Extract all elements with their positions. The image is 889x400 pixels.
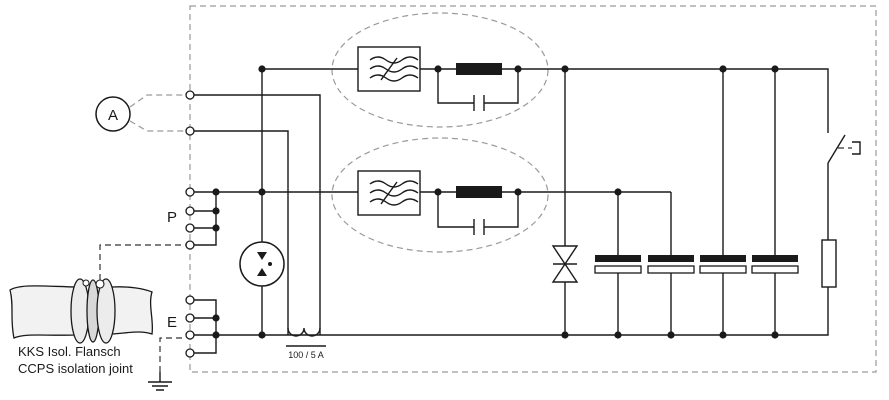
capacitor-upper: [473, 95, 485, 111]
terminal-e-label: E: [167, 314, 177, 331]
resistor-icon: [821, 239, 837, 288]
current-transformer: 100 / 5 A: [286, 327, 326, 360]
inductor-upper-bypass: [437, 69, 519, 104]
ammeter-icon: [95, 96, 131, 132]
ct-rating-label: 100 / 5 A: [288, 350, 324, 360]
pipe-right: [111, 286, 154, 335]
e-jumper-wire: [194, 299, 217, 354]
inductor-upper: [456, 63, 502, 75]
spark-gap-icon: [239, 241, 285, 287]
flange-lead-e: [159, 337, 186, 372]
capacitor-icon: [648, 255, 694, 262]
junction-dots: [212, 65, 779, 339]
filter-upper: [357, 46, 421, 92]
p-terminal-3: [185, 223, 195, 233]
pipe-left: [9, 285, 76, 339]
ammeter-terminal-1: [185, 90, 195, 100]
capacitor-icon: [700, 255, 746, 262]
e-terminal-3: [185, 330, 195, 340]
capacitor-icon: [473, 219, 485, 235]
ammeter-wire-1: [194, 94, 321, 335]
e-terminal-4: [185, 348, 195, 358]
capacitor-lower: [473, 219, 485, 235]
ammeter-label: A: [108, 107, 118, 124]
top-bus-wire-right: [420, 68, 829, 133]
ground-icon: [148, 372, 172, 391]
resistor: [821, 239, 837, 288]
inductor-icon: [456, 186, 502, 198]
ammeter-lead-top: [129, 94, 187, 108]
capacitor-bank: [594, 69, 799, 335]
capacitor-icon: [473, 95, 485, 111]
ammeter-wire-2: [194, 130, 289, 335]
p-terminal-1: [185, 187, 195, 197]
pipeline-isolation-flange: [9, 278, 154, 344]
ammeter-terminal-2: [185, 126, 195, 136]
terminal-p-label: P: [167, 209, 177, 226]
switch: [827, 134, 861, 240]
flange-left: [70, 278, 90, 344]
filter-group-lower-outline: [331, 137, 549, 253]
filter-group-upper-outline: [331, 12, 549, 128]
flange-label-german: KKS Isol. Flansch: [18, 344, 121, 359]
flange-lead-p: [99, 244, 186, 280]
inductor-icon: [456, 63, 502, 75]
capacitor-icon: [752, 255, 798, 262]
enclosure-outline: [189, 5, 877, 373]
flange-label-english: CCPS isolation joint: [18, 361, 133, 376]
e-terminal-2: [185, 313, 195, 323]
surge-arrester: [551, 245, 579, 283]
p-terminal-4: [185, 240, 195, 250]
flange-right: [96, 278, 116, 344]
inductor-lower: [456, 186, 502, 198]
p-jumper-wire: [194, 192, 217, 246]
ct-coil-icon: [287, 327, 321, 337]
ammeter: A: [95, 96, 131, 132]
p-terminal-2: [185, 206, 195, 216]
switch-icon: [827, 134, 846, 164]
e-terminal-1: [185, 295, 195, 305]
ground: [148, 372, 172, 391]
capacitor-icon: [595, 255, 641, 262]
spark-gap: [239, 241, 285, 287]
inductor-lower-bypass: [437, 192, 519, 228]
bottom-bus-wire: [194, 287, 829, 336]
ammeter-lead-bottom: [129, 120, 187, 132]
filter-lower: [357, 170, 421, 216]
